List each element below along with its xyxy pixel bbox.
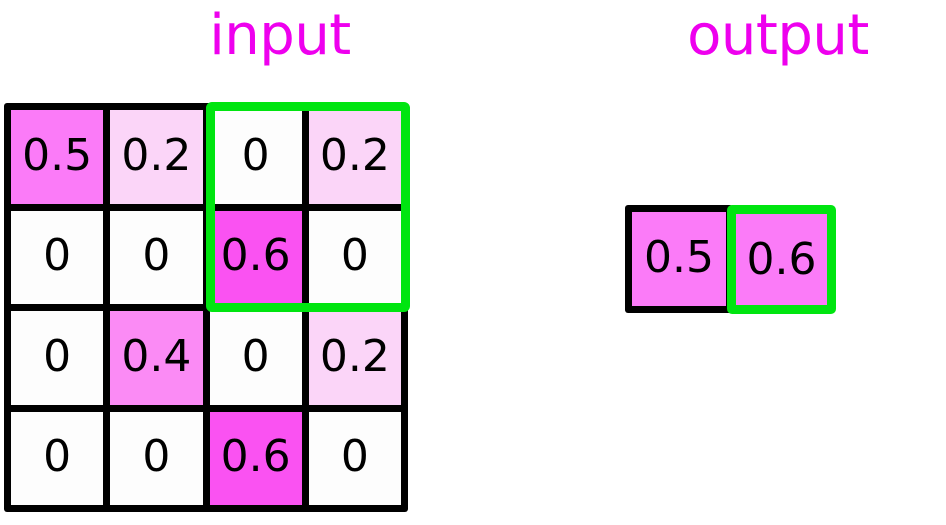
output-section-label: output — [687, 3, 869, 68]
input-cell-value: 0.5 — [22, 129, 93, 181]
input-cell-value: 0.6 — [220, 431, 291, 483]
input-cell: 0.2 — [308, 110, 401, 204]
input-cell: 0.2 — [308, 311, 401, 405]
input-cell: 0.6 — [209, 210, 302, 304]
input-cell: 0 — [110, 210, 203, 304]
input-cell-value: 0.2 — [319, 129, 390, 181]
input-section-label: input — [209, 3, 351, 68]
input-cell: 0 — [308, 411, 401, 505]
output-matrix: 0.5 — [625, 205, 733, 313]
input-matrix: 0.5 0.2 0 0.2 0 0 0.6 0 0 0.4 0 0.2 0 0 0.6 0 — [4, 103, 408, 512]
input-cell: 0 — [110, 411, 203, 505]
output-cell-value: 0.6 — [746, 233, 817, 285]
input-cell-value: 0 — [142, 230, 171, 282]
output-cell-value: 0.5 — [644, 232, 714, 283]
output-cell-highlighted: 0.6 — [727, 205, 836, 314]
input-cell: 0 — [11, 411, 104, 505]
input-cell: 0.5 — [11, 110, 104, 204]
input-cell-value: 0 — [241, 330, 270, 382]
input-cell: 0.4 — [110, 311, 203, 405]
input-cell: 0 — [209, 311, 302, 405]
input-cell: 0 — [11, 210, 104, 304]
input-cell: 0 — [209, 110, 302, 204]
input-cell-value: 0.2 — [319, 330, 390, 382]
input-cell-value: 0 — [43, 230, 72, 282]
input-cell-value: 0 — [43, 330, 72, 382]
input-cell: 0 — [308, 210, 401, 304]
input-cell-value: 0 — [142, 431, 171, 483]
input-cell: 0.2 — [110, 110, 203, 204]
input-cell-value: 0 — [43, 431, 72, 483]
input-cell-value: 0 — [340, 230, 369, 282]
input-cell-value: 0.4 — [121, 330, 192, 382]
output-cell: 0.5 — [632, 212, 726, 306]
input-cell-value: 0 — [241, 129, 270, 181]
input-cell: 0 — [11, 311, 104, 405]
input-cell-value: 0.2 — [121, 129, 192, 181]
input-cell: 0.6 — [209, 411, 302, 505]
input-cell-value: 0.6 — [220, 230, 291, 282]
input-cell-value: 0 — [340, 431, 369, 483]
